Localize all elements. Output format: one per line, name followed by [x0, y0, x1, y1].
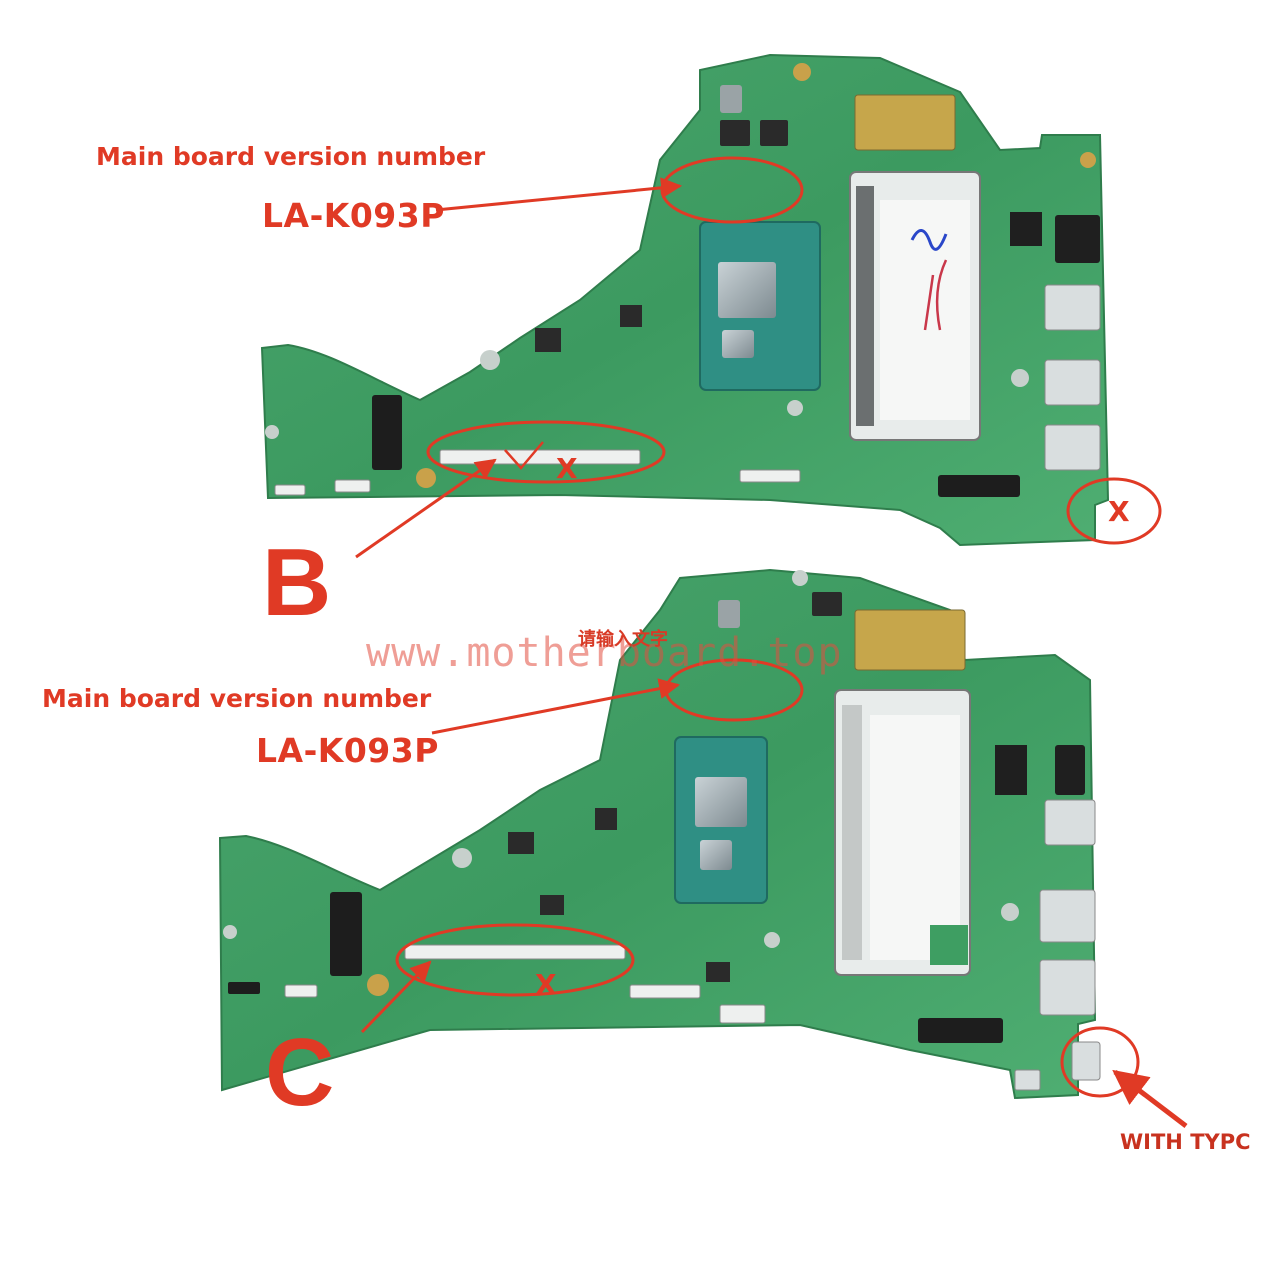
arrow-connector-c: [360, 960, 432, 1034]
arrow-typec: [1112, 1069, 1188, 1128]
annotation-overlay: [355, 156, 1188, 1128]
board-code-b: LA-K093P: [262, 196, 445, 235]
board-c-photo: [218, 568, 1101, 1100]
port-circle-b: [1066, 477, 1162, 545]
port-circle-c: [1060, 1026, 1140, 1098]
usb-port-icon: [1044, 284, 1101, 331]
watermark-text: www.motherboard.top: [366, 630, 843, 676]
variant-label-c: C: [265, 1019, 335, 1126]
version-caption-c: Main board version number: [42, 684, 432, 713]
version-caption-b: Main board version number: [96, 142, 486, 171]
excluded-mark-b-connector: X: [556, 452, 578, 485]
board-b-photo: [260, 53, 1110, 547]
excluded-mark-c-connector: X: [535, 968, 557, 1001]
arrow-version-c: [431, 678, 681, 735]
arrow-version-b: [435, 177, 683, 212]
typec-note: WITH TYPC: [1120, 1130, 1251, 1154]
connector-circle-c: [395, 923, 635, 997]
board-code-c: LA-K093P: [256, 731, 439, 770]
connector-circle-b: [426, 420, 666, 484]
arrow-connector-b: [355, 458, 497, 559]
usb-c-port-icon: [1071, 1041, 1101, 1081]
variant-label-b: B: [262, 529, 332, 636]
excluded-mark-b-port: X: [1108, 495, 1130, 528]
input-hint-text: 请输入文字: [578, 629, 668, 650]
